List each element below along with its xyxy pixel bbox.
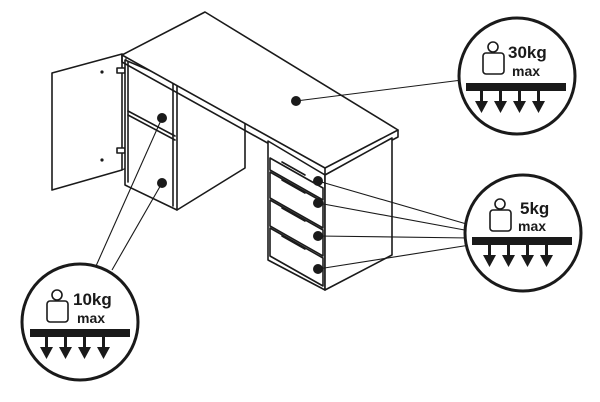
desk	[51, 11, 399, 291]
callout-drawer-load: 5kg max	[463, 173, 583, 293]
top-load-max: max	[512, 63, 540, 79]
weight-icon	[46, 289, 69, 323]
drawer-load-weight: 5kg	[520, 199, 549, 218]
drawer-4	[269, 227, 324, 287]
down-arrows-icon	[466, 83, 566, 113]
drawer-3	[269, 199, 324, 257]
cabinet-door	[51, 53, 127, 191]
down-arrows-icon	[472, 237, 572, 267]
top-load-weight: 30kg	[508, 43, 547, 62]
down-arrows-icon	[30, 329, 130, 359]
leader-lines	[95, 79, 471, 274]
callout-top-load: 30kg max	[457, 16, 577, 136]
drawer-load-max: max	[518, 218, 546, 234]
weight-icon	[482, 41, 505, 75]
drawer-1	[269, 157, 324, 201]
shelf-load-max: max	[77, 310, 105, 326]
callout-shelf-load: 10kg max	[20, 262, 140, 382]
drawer-unit	[267, 137, 393, 291]
weight-icon	[489, 198, 512, 232]
shelf-load-weight: 10kg	[73, 290, 112, 309]
drawer-2	[269, 171, 324, 229]
